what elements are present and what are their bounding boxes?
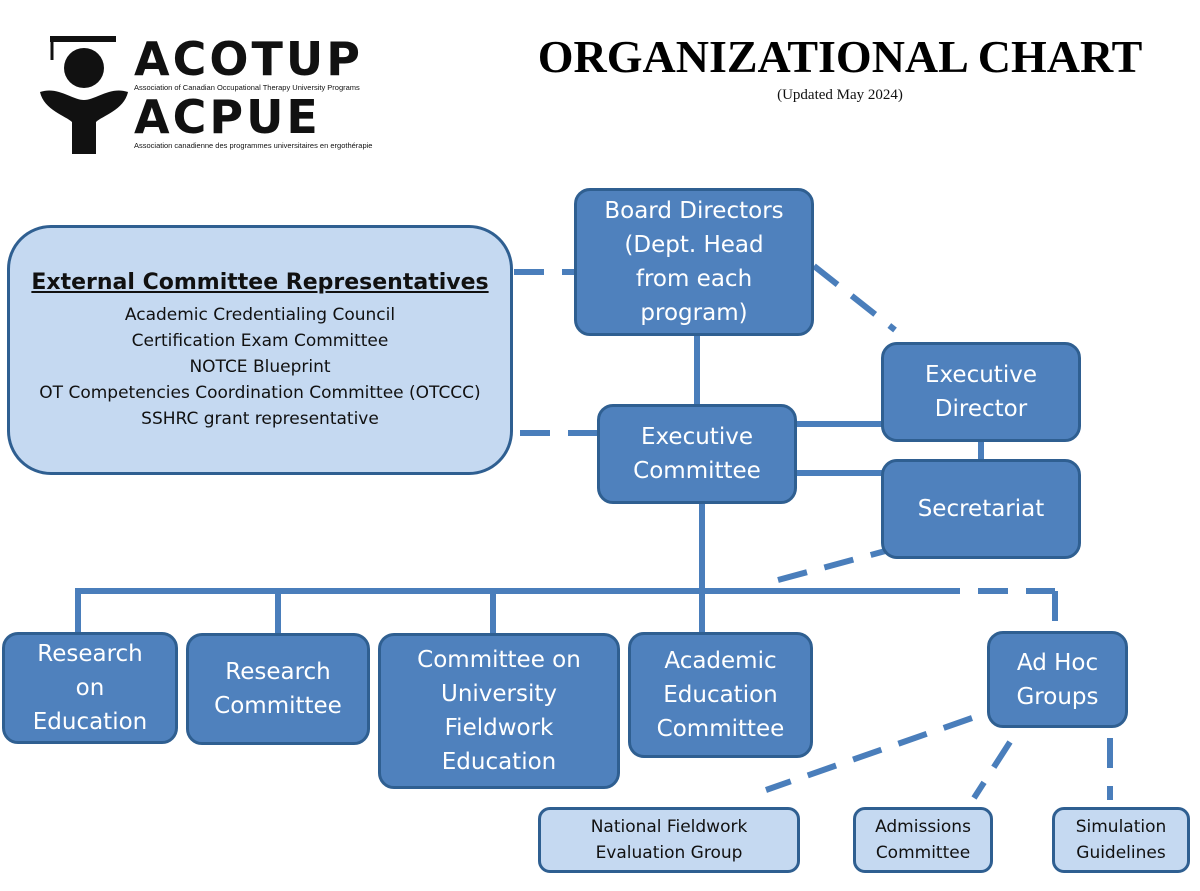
external-title: External Committee Representatives [31,270,489,295]
logo-fullname-en: Association of Canadian Occupational The… [134,83,360,92]
node-academic-education: Academic Education Committee [628,632,813,758]
node-research-on-education: Research on Education [2,632,178,744]
external-item: NOTCE Blueprint [189,357,331,377]
external-representatives-box: External Committee Representatives Acade… [7,225,513,475]
node-fieldwork-committee: Committee on University Fieldwork Educat… [378,633,620,789]
node-simulation-guidelines: Simulation Guidelines [1052,807,1190,873]
logo-fullname-fr: Association canadienne des programmes un… [134,141,373,150]
page-subtitle: (Updated May 2024) [777,87,903,103]
node-admissions-committee: Admissions Committee [853,807,993,873]
external-item: OT Competencies Coordination Committee (… [39,383,481,403]
external-item: Certification Exam Committee [131,331,389,351]
node-national-fieldwork-evaluation: National Fieldwork Evaluation Group [538,807,800,873]
node-executive-director: Executive Director [881,342,1081,442]
node-executive-committee: Executive Committee [597,404,797,504]
external-item: SSHRC grant representative [141,409,379,429]
dash-adhoc-admissions [971,740,1013,800]
graduate-figure-icon [40,36,128,154]
logo-acronym-en: ACOTUP [134,32,363,86]
logo-acronym-fr: ACPUE [134,90,321,144]
dash-adhoc-nfeg [765,715,973,793]
node-board-directors: Board Directors (Dept. Head from each pr… [574,188,814,336]
node-secretariat: Secretariat [881,459,1081,559]
dash-board-execdir [812,263,897,333]
acotup-logo: ACOTUP Association of Canadian Occupatio… [38,30,372,158]
external-item: Academic Credentialing Council [124,305,396,325]
page-title: ORGANIZATIONAL CHART [537,31,1143,82]
node-research-committee: Research Committee [186,633,370,745]
node-ad-hoc-groups: Ad Hoc Groups [987,631,1128,728]
